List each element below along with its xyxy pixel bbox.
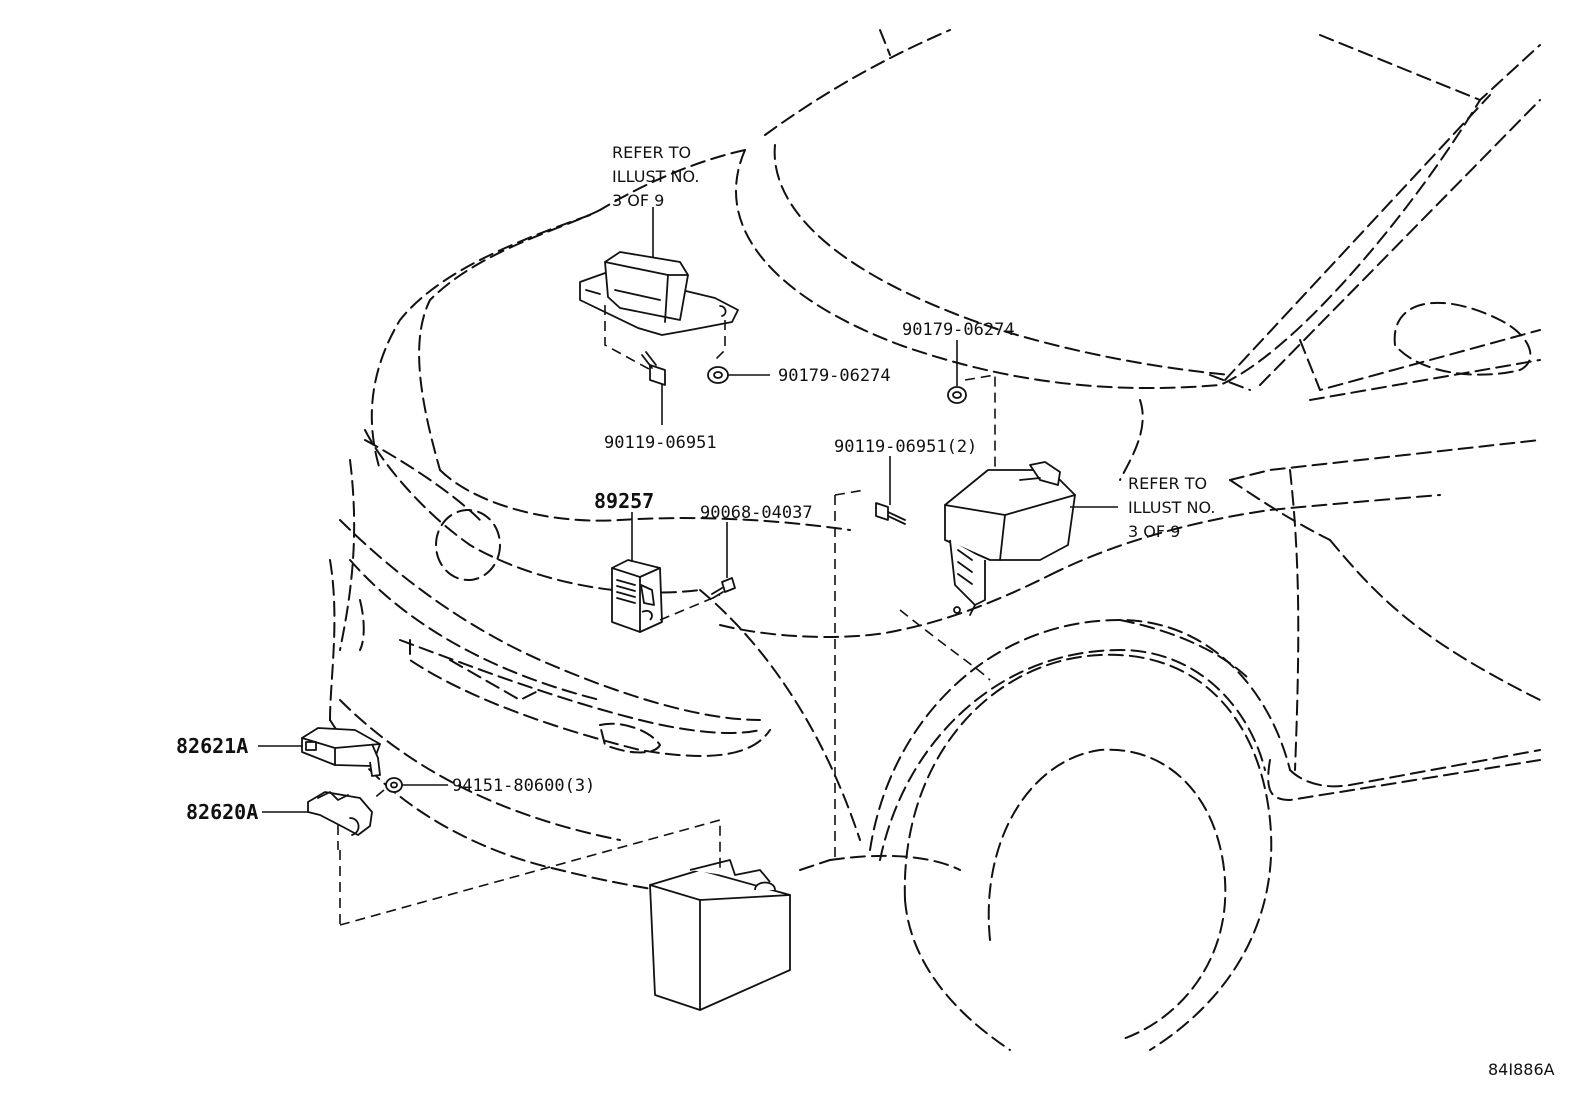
note-right-line-2: ILLUST NO. [1128,498,1215,517]
battery-illustration [339,818,791,1011]
sensor-89257 [611,559,721,633]
label-90119-06951-2: 90119-06951(2) [834,437,977,457]
bolt-upper-icon [641,351,666,386]
ecu-module-upper [579,251,739,376]
label-82620A: 82620A [186,800,258,824]
label-82621A: 82621A [176,734,248,758]
bracket-82620A [307,791,373,850]
clip-icon [371,777,403,801]
leader-lines [258,207,1118,813]
note-left-line-3: 3 OF 9 [612,191,664,210]
label-90068-04037: 90068-04037 [700,503,813,523]
note-right-line-3: 3 OF 9 [1128,522,1180,541]
vehicle-outline [329,29,1541,1051]
label-89257: 89257 [594,489,654,513]
label-90119-06951: 90119-06951 [604,433,717,453]
nut-upper-icon [707,366,729,384]
bracket-82621A [301,727,381,777]
screw-icon [711,577,736,599]
note-left-line-2: ILLUST NO. [612,167,699,186]
note-right-line-1: REFER TO [1128,474,1207,493]
note-left: REFER TO ILLUST NO. 3 OF 9 [612,143,699,210]
label-90179-06274-upper: 90179-06274 [778,366,891,386]
illustration-code: 84I886A [1488,1060,1555,1079]
relay-block [944,461,1076,616]
bolt-right-icon [875,502,906,525]
label-90179-06274-right: 90179-06274 [902,320,1015,340]
label-94151-80600-3: 94151-80600(3) [452,776,595,796]
note-right: REFER TO ILLUST NO. 3 OF 9 [1128,474,1215,541]
engine-bay-phantom [834,374,996,860]
nut-right-icon [947,386,967,404]
note-left-line-1: REFER TO [612,143,691,162]
